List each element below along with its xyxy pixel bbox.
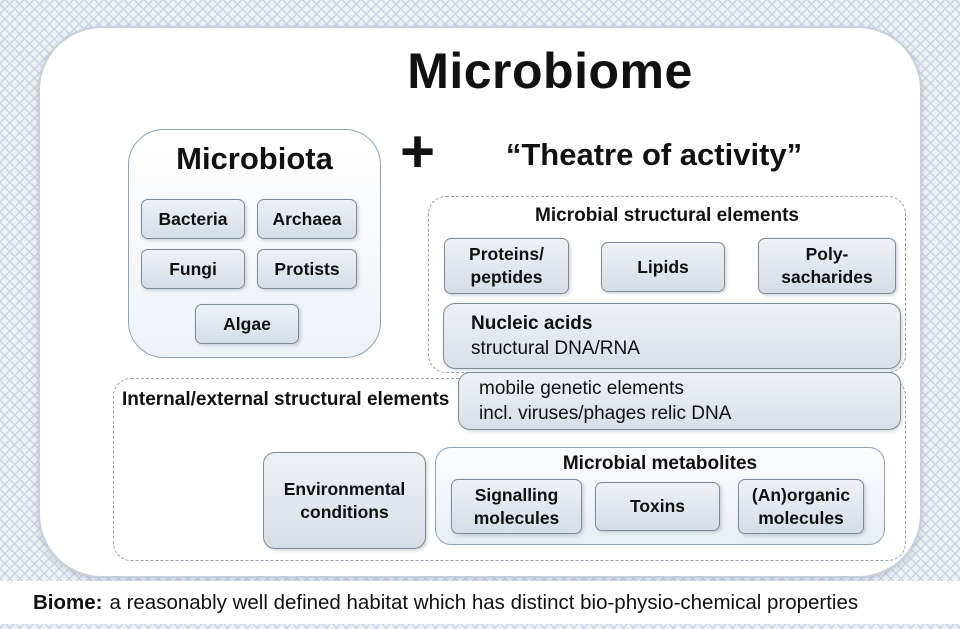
microbiota-item-protists: Protists [257,249,357,289]
environmental-conditions-box: Environmental conditions [263,452,426,549]
metabolites-group: Microbial metabolites Signalling molecul… [435,447,885,545]
metabolites-title: Microbial metabolites [562,453,758,474]
label-line: molecules [473,507,560,528]
label-line: Nucleic acids [471,312,593,334]
label-line: Poly- [805,244,849,265]
anorganic-molecules-box: (An)organic molecules [738,479,864,534]
label-line: conditions [300,501,389,522]
microbiota-item-fungi: Fungi [141,249,245,289]
mobile-genetic-elements-box: mobile genetic elements incl. viruses/ph… [458,372,901,430]
label-line: mobile genetic elements [479,377,684,399]
internal-external-title: Internal/external structural elements [122,389,450,410]
biome-definition: Biome: a reasonably well defined habitat… [0,581,960,624]
microbiota-item-algae: Algae [195,304,299,344]
toxins-box: Toxins [595,482,720,531]
label-line: peptides [470,267,543,287]
label-line: incl. viruses/phages relic DNA [479,403,732,424]
diagram-title: Microbiome [407,43,693,99]
structural-elements-group: Microbial structural elements Proteins/ … [428,196,906,373]
label-line: Environmental [283,478,406,499]
label-line: Signalling [474,484,559,505]
microbiota-group: Microbiota Bacteria Archaea Fungi Protis… [128,129,381,358]
proteins-peptides-box: Proteins/ peptides [444,238,569,294]
label-line: molecules [758,507,844,528]
biome-term: Biome: [33,590,103,614]
polysacharides-box: Poly- sacharides [758,238,896,294]
plus-sign: + [400,118,436,185]
structural-elements-title: Microbial structural elements [535,205,799,226]
microbiota-item-bacteria: Bacteria [141,199,245,239]
label-line: Proteins/ [469,244,544,265]
microbiota-title: Microbiota [176,141,333,176]
biome-definition-text: a reasonably well defined habitat which … [109,590,859,614]
microbiota-item-archaea: Archaea [257,199,357,239]
nucleic-acids-box: Nucleic acids structural DNA/RNA [443,303,901,369]
label-line: structural DNA/RNA [471,338,640,359]
theatre-of-activity-title: “Theatre of activity” [505,137,803,172]
label-line: (An)organic [751,484,851,505]
signalling-molecules-box: Signalling molecules [451,479,582,534]
label-line: sacharides [781,267,873,287]
lipids-box: Lipids [601,242,725,292]
